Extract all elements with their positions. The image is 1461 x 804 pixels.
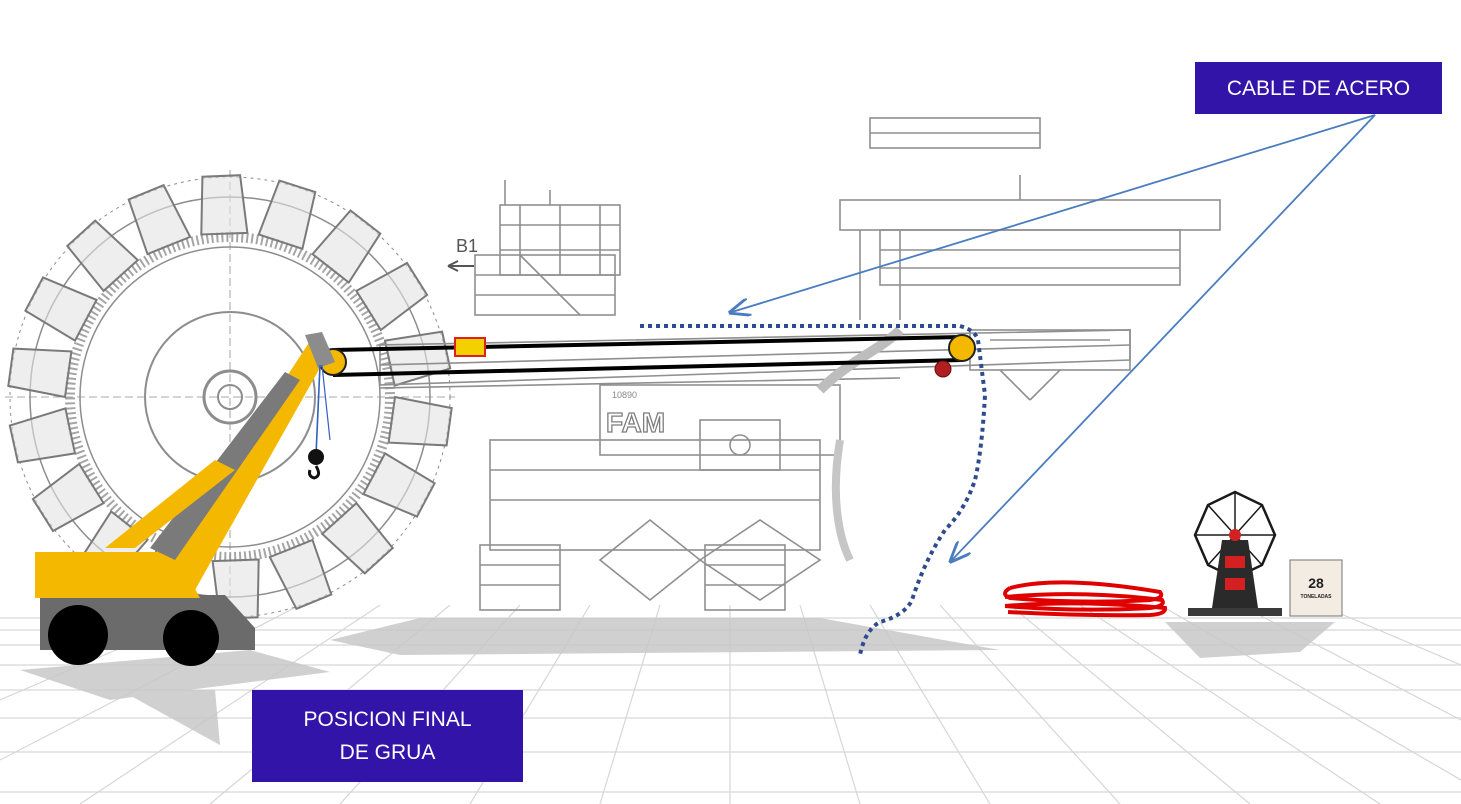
bucket-tooth (127, 183, 192, 256)
red-marker (934, 360, 952, 378)
bucket-tooth (320, 501, 395, 575)
bucket-tooth (354, 261, 429, 332)
pulley-right (948, 334, 976, 362)
bucket-tooth (257, 179, 317, 251)
bucket-tooth (268, 538, 333, 611)
ground-shadows (20, 618, 1335, 745)
bucket-tooth (200, 174, 249, 236)
steel-cable-label: CABLE DE ACERO (1195, 62, 1442, 114)
excavator-drawing: FAM (379, 117, 1221, 611)
brand-logo: FAM (606, 407, 665, 438)
weight-value: 28 (1308, 575, 1324, 591)
bucket-tooth (31, 462, 106, 533)
crane-final-position-label: POSICION FINAL DE GRUA (252, 690, 523, 782)
direction-arrow-icon (447, 260, 474, 272)
weight-box: 28 TONELADAS (1289, 559, 1343, 617)
cable-coil (1003, 580, 1168, 618)
bucket-tooth (383, 330, 452, 387)
bucket-tooth (311, 209, 382, 284)
bucket-wheel (5, 170, 455, 625)
dimension-text: 10890 (612, 390, 637, 400)
bucket-tooth (65, 219, 140, 293)
bucket-tooth (362, 451, 436, 518)
bucket-tooth (7, 347, 73, 399)
bucket-tooth (387, 395, 453, 447)
cable-clamp (454, 337, 486, 357)
weight-unit: TONELADAS (1300, 594, 1332, 600)
cable-pointer-arrows (732, 114, 1376, 560)
steel-cable-label-text: CABLE DE ACERO (1226, 76, 1411, 100)
cable-reel (1188, 490, 1282, 616)
crane-final-line-1: POSICION FINAL (303, 708, 472, 731)
crane-wheel-rear (163, 610, 219, 666)
mobile-crane (35, 332, 335, 666)
bucket-tooth (8, 407, 77, 464)
crane-final-line-2: DE GRUA (339, 741, 436, 764)
direction-marker: B1 (456, 236, 478, 256)
crane-wheel-front (48, 605, 108, 665)
steel-cable-loop (332, 335, 963, 377)
bucket-tooth (24, 276, 98, 343)
